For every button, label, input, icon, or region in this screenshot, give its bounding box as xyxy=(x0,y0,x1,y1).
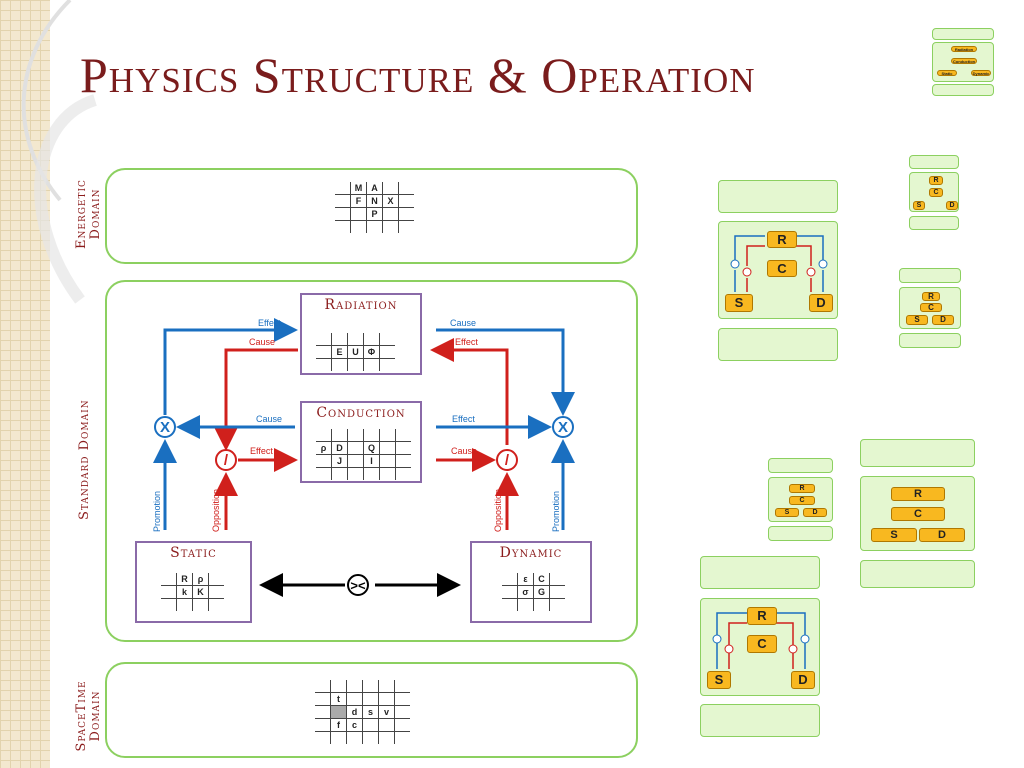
divide-node-right: / xyxy=(496,449,518,471)
thumb-bar xyxy=(860,439,975,467)
thumb-small-card: R C S D xyxy=(768,477,833,522)
cause-label: Cause xyxy=(450,318,477,328)
opposition-label: Opposition xyxy=(211,488,221,532)
cause-label: Cause xyxy=(256,414,283,424)
thumb-bar xyxy=(899,333,961,348)
compare-node: >< xyxy=(347,574,369,596)
thumb-bar xyxy=(700,556,820,589)
thumb-bar xyxy=(718,328,838,361)
thumb-small-card: R C S D xyxy=(909,172,959,212)
promotion-label: Promotion xyxy=(152,490,162,532)
thumb-small-card: R C S D xyxy=(899,287,961,329)
promotion-label: Promotion xyxy=(551,490,561,532)
page-title: Physics Structure & Operation xyxy=(80,47,756,103)
multiply-node-left: X xyxy=(154,416,176,438)
thumb-bottom-bar xyxy=(932,84,994,96)
decorative-arcs xyxy=(21,0,98,304)
divide-node-left: / xyxy=(215,449,237,471)
thumb-large-card: R C S D xyxy=(860,476,975,551)
effect-label: Effect xyxy=(455,337,478,347)
thumb-bar xyxy=(768,458,833,473)
multiply-node-right: X xyxy=(552,416,574,438)
effect-label: Effect xyxy=(250,446,273,456)
effect-label: Effect xyxy=(258,318,281,328)
thumb-bar xyxy=(718,180,838,213)
thumb-bar xyxy=(768,526,833,541)
thumb-bar xyxy=(899,268,961,283)
thumb-card-arrows: R C S D xyxy=(700,598,820,696)
thumb-overview: Radiation Conduction Static Dynamic xyxy=(932,42,994,82)
cause-label: Cause xyxy=(249,337,276,347)
cause-label: Cause xyxy=(451,446,478,456)
thumb-top-bar xyxy=(932,28,994,40)
thumb-bar xyxy=(909,216,959,230)
opposition-label: Opposition xyxy=(493,488,503,532)
thumb-bar xyxy=(700,704,820,737)
thumb-bar xyxy=(909,155,959,169)
effect-label: Effect xyxy=(452,414,475,424)
thumb-bar xyxy=(860,560,975,588)
thumb-card-arrows: R C S D xyxy=(718,221,838,319)
